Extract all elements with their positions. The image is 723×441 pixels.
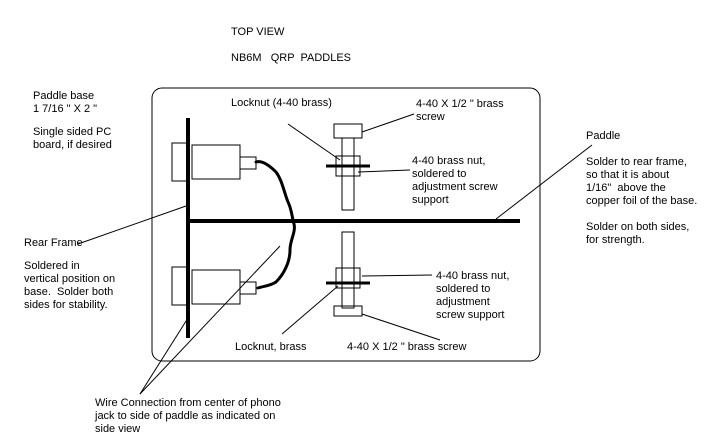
leader-screw-bottom [361, 313, 441, 341]
paddle-base-outline [151, 87, 541, 362]
lower-screw-assembly [326, 231, 370, 317]
leader-screw-top [361, 113, 415, 133]
upper-phono-jack [171, 142, 257, 182]
leader-locknut-bottom [281, 285, 339, 335]
label-solder-both: Solder on both sides, for strength. [586, 221, 690, 246]
leader-rear-frame [77, 205, 187, 245]
label-brass-screw-top: 4-40 X 1/2 " brass screw [416, 98, 504, 123]
diagram-title: TOP VIEW [231, 26, 285, 38]
label-brass-nut-top: 4-40 brass nut, soldered to adjustment s… [412, 155, 498, 206]
leader-wire-1 [139, 317, 189, 395]
upper-screw-assembly [326, 123, 370, 211]
label-brass-nut-bottom: 4-40 brass nut, soldered to adjustment s… [436, 270, 510, 321]
leader-lines [77, 113, 593, 395]
leader-nut-bottom [361, 274, 433, 277]
leader-locknut-top [287, 123, 341, 161]
label-locknut-bottom: Locknut, brass [235, 341, 307, 353]
lower-phono-jack [171, 266, 257, 306]
label-rear-frame: Rear Frame [24, 237, 83, 249]
leader-wire-2 [139, 245, 281, 395]
wire-connection [254, 160, 296, 290]
label-solder-rear: Solder to rear frame, so that it is abou… [586, 156, 698, 207]
label-soldered-vertical: Soldered in vertical position on base. S… [24, 260, 116, 311]
leader-paddle [495, 144, 593, 220]
label-paddle-base: Paddle base 1 7/16 " X 2 " [33, 90, 98, 115]
label-wire-connection: Wire Connection from center of phono jac… [95, 397, 281, 435]
label-single-sided: Single sided PC board, if desired [33, 126, 112, 151]
diagram-subtitle: NB6M QRP PADDLES [231, 52, 352, 64]
label-brass-screw-bottom: 4-40 X 1/2 " brass screw [347, 341, 467, 353]
label-paddle: Paddle [586, 130, 621, 142]
label-locknut-top: Locknut (4-40 brass) [231, 97, 332, 109]
leader-nut-top [357, 169, 411, 173]
